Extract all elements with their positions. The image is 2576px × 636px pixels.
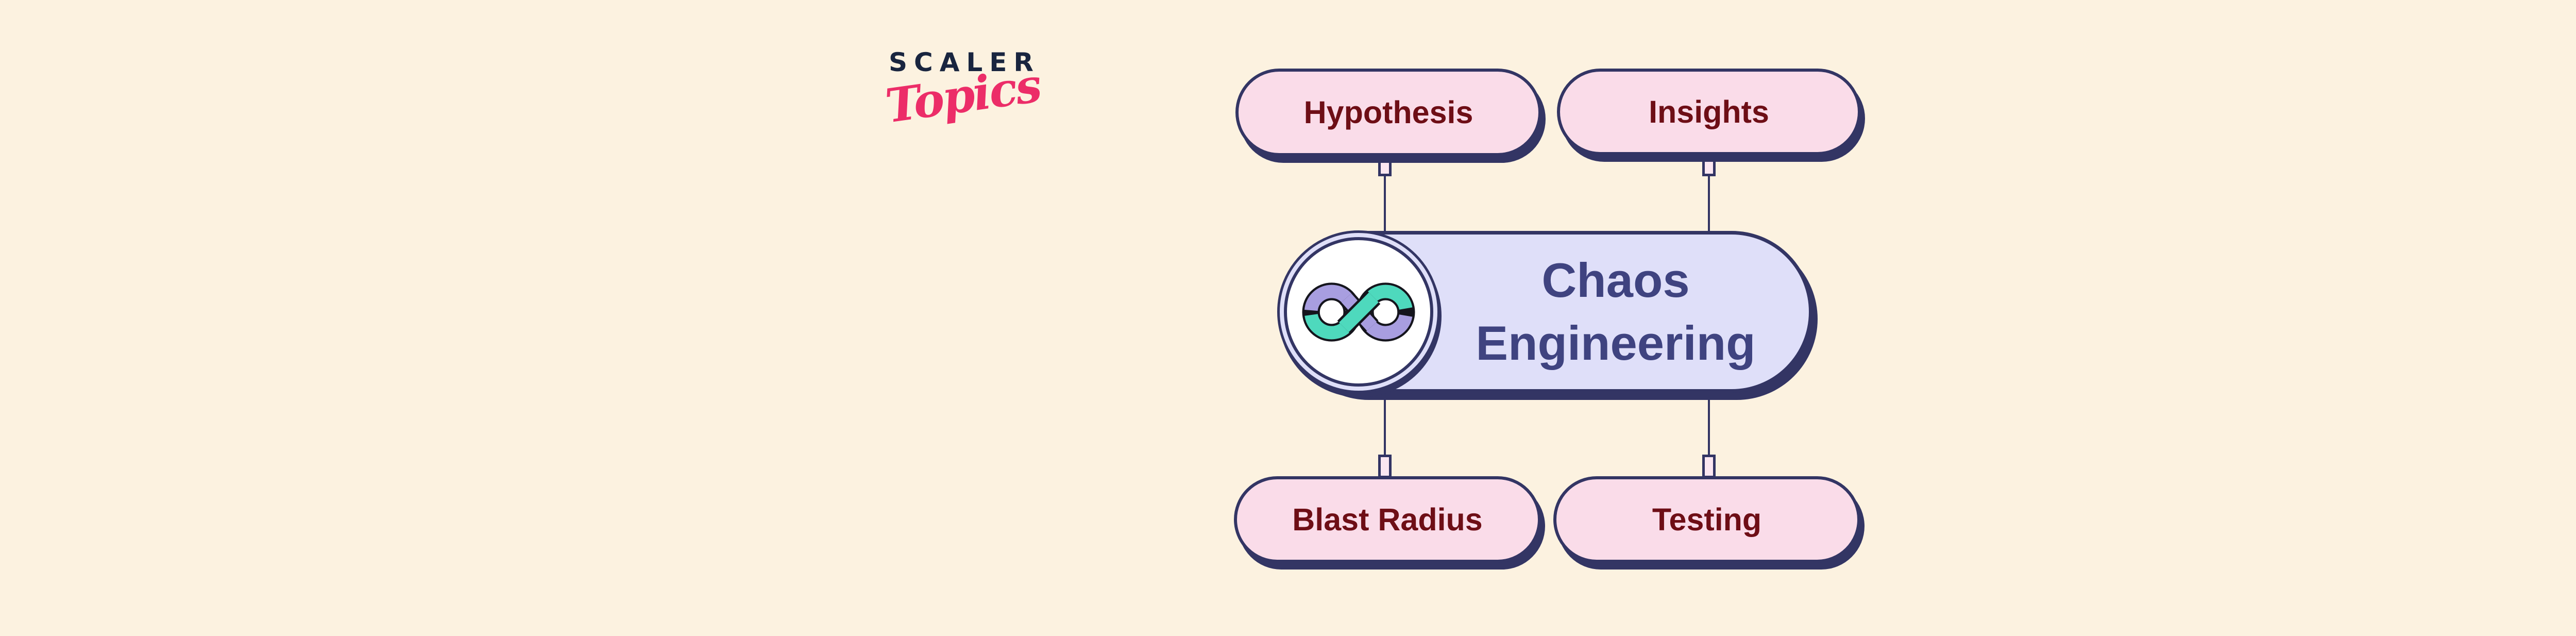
connector-line-blast-radius: [1384, 391, 1386, 478]
node-testing: Testing: [1553, 476, 1860, 563]
node-hypothesis-label: Hypothesis: [1303, 95, 1473, 130]
node-insights-label: Insights: [1649, 94, 1769, 129]
node-testing-label: Testing: [1652, 502, 1762, 537]
connector-stub-testing: [1702, 455, 1716, 478]
connector-line-testing: [1708, 391, 1710, 478]
infinity-icon-circle: [1277, 230, 1440, 393]
logo-brand-text: SCALER: [889, 47, 1040, 77]
node-hypothesis: Hypothesis: [1235, 69, 1541, 156]
connector-stub-insights: [1702, 153, 1716, 176]
infinity-loop-icon: [1302, 282, 1415, 342]
node-chaos-engineering: Chaos Engineering: [1277, 230, 1812, 393]
connector-stub-blast-radius: [1378, 455, 1392, 478]
node-insights: Insights: [1557, 69, 1861, 155]
node-blast-radius: Blast Radius: [1234, 476, 1541, 563]
node-chaos-engineering-label: Chaos Engineering: [1476, 253, 1756, 370]
scaler-topics-logo: SCALER Topics: [882, 47, 1043, 133]
connector-stub-hypothesis: [1378, 153, 1392, 176]
node-blast-radius-label: Blast Radius: [1292, 502, 1483, 537]
connector-line-hypothesis: [1384, 155, 1386, 233]
connector-line-insights: [1708, 155, 1710, 233]
